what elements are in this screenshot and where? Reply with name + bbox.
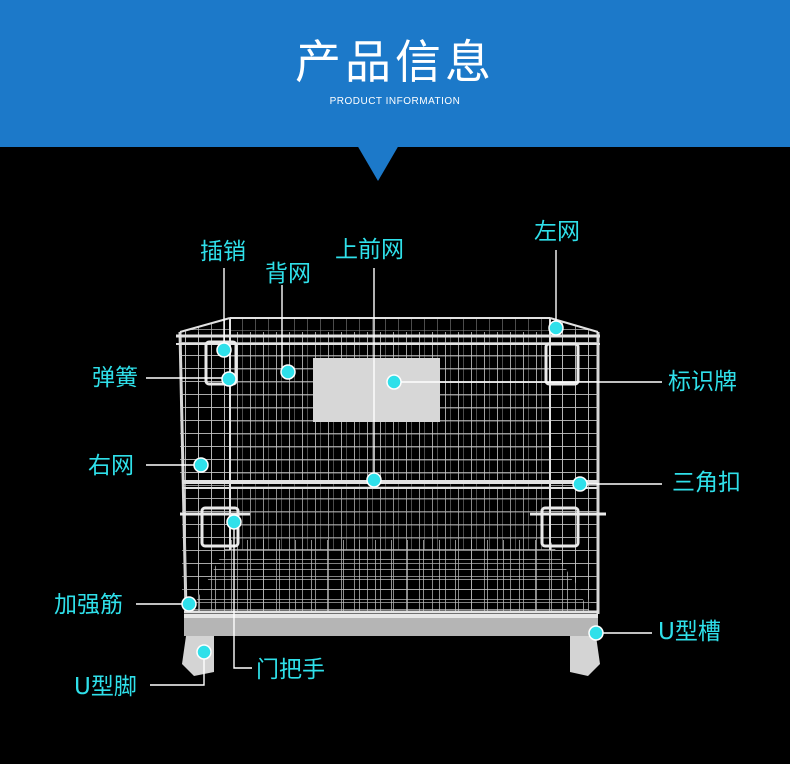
label-biaoshipai: 标识牌: [668, 369, 737, 395]
label-chaxiao: 插销: [200, 239, 246, 265]
door-handles: [180, 340, 606, 548]
dot-tanhuang: [221, 371, 237, 387]
label-ucao: U型槽: [658, 619, 721, 645]
dot-menbashou: [226, 514, 242, 530]
page-title: 产品信息: [295, 35, 495, 89]
dot-beiwang: [280, 364, 296, 380]
front-mesh: [180, 332, 598, 612]
u-channel-base: [182, 614, 600, 676]
dot-ujiao: [196, 644, 212, 660]
callout-dots: [181, 320, 604, 660]
label-jiaqiangjin: 加强筋: [54, 592, 123, 618]
dot-zuowang: [548, 320, 564, 336]
header-banner: [0, 0, 790, 147]
dot-jiaqiangjin: [181, 596, 197, 612]
cage-frame: [176, 317, 600, 614]
dot-ucao: [588, 625, 604, 641]
label-shangqianwang: 上前网: [335, 237, 404, 263]
label-plate: [313, 358, 440, 422]
dot-sanjiaokou: [572, 476, 588, 492]
dot-biaoshipai: [386, 374, 402, 390]
label-menbashou: 门把手: [256, 657, 325, 683]
header-pointer: [357, 145, 399, 181]
label-ujiao: U型脚: [74, 674, 137, 700]
page-subtitle: PRODUCT INFORMATION: [329, 96, 461, 107]
dot-shangqianwang: [366, 472, 382, 488]
label-beiwang: 背网: [265, 261, 311, 287]
label-zuowang: 左网: [534, 219, 580, 245]
dot-chaxiao: [216, 342, 232, 358]
label-sanjiaokou: 三角扣: [672, 470, 741, 496]
dot-youwang: [193, 457, 209, 473]
label-tanhuang: 弹簧: [92, 365, 138, 391]
callout-lines: [136, 250, 662, 686]
label-youwang: 右网: [88, 453, 134, 479]
